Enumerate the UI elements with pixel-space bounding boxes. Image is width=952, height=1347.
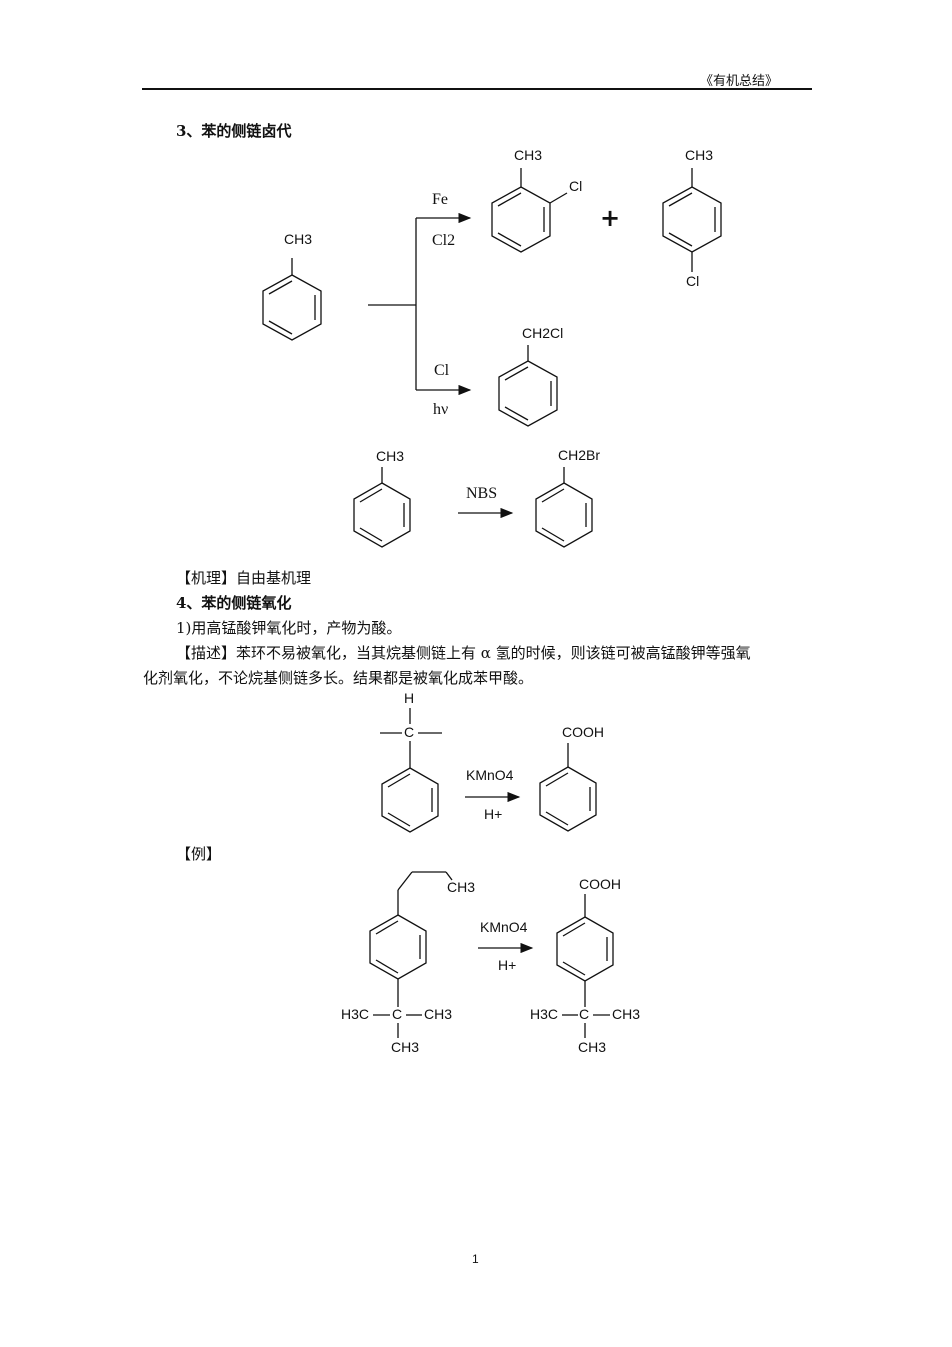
tbutyl-left-label: H3C [341,1006,370,1022]
alpha-c-label: C [404,724,415,740]
cl-reagent: Cl [434,362,450,379]
benzyl-chloride-label: CH2Cl [522,325,564,341]
toluene-2-structure [353,467,411,548]
propyl-tbutyl-benzene-structure [369,871,453,1038]
product-tbutyl-right-label: CH3 [612,1006,641,1022]
oxidation-point-1: 1)用高锰酸钾氧化时，产物为酸。 [176,619,402,637]
header-title: 《有机总结》 [700,74,779,89]
tbutyl-benzoic-acid-structure [556,894,614,1038]
alkylbenzene-structure [380,708,442,833]
benzyl-bromide-structure [535,467,593,548]
tbutyl-c-label: C [392,1006,403,1022]
h-plus-label-2: H+ [498,957,517,973]
h-plus-label-1: H+ [484,806,503,822]
benzoic-acid-structure [539,743,597,832]
page-number: 1 [472,1252,479,1266]
toluene2-ch3-label: CH3 [376,448,405,464]
nbs-reagent: NBS [466,485,498,502]
mechanism-text: 【机理】自由基机理 [176,569,312,587]
alpha-h-label: H [404,690,415,706]
ortho-cl-label: Cl [569,178,583,194]
ortho-chlorotoluene-structure [491,168,568,253]
toluene-structure [262,258,322,341]
para-cl-label: Cl [686,273,700,289]
product-tbutyl-left-label: H3C [530,1006,559,1022]
tbutyl-right-label: CH3 [424,1006,453,1022]
example-label: 【例】 [176,845,222,863]
benzyl-chloride-structure [498,345,558,427]
tbutyl-bottom-label: CH3 [391,1039,420,1055]
section4-heading: 4、苯的侧链氧化 [176,594,292,612]
product-tbutyl-c-label: C [579,1006,590,1022]
header-rule [142,88,812,90]
benzyl-bromide-label: CH2Br [558,447,601,463]
branch-arrows [368,212,472,396]
description-line-1: 【描述】苯环不易被氧化，当其烷基侧链上有 α 氢的时候，则该链可被高锰酸钾等强氧 [176,644,751,662]
cl2-reagent: Cl2 [432,232,456,249]
kmno4-label-2: KMnO4 [480,919,528,935]
product-tbutyl-bottom-label: CH3 [578,1039,607,1055]
plus-sign: + [600,204,621,232]
benzoic-cooh-label: COOH [562,724,604,740]
toluene-ch3-label: CH3 [284,231,313,247]
hv-reagent: hν [433,401,449,418]
fe-reagent: Fe [432,191,448,208]
description-line-2: 化剂氧化，不论烷基侧链多长。结果都是被氧化成苯甲酸。 [143,669,534,687]
para-chlorotoluene-structure [662,168,722,272]
para-ch3-label: CH3 [685,147,714,163]
product-cooh-label: COOH [579,876,621,892]
section3-heading: 3、苯的侧链卤代 [176,122,292,140]
propyl-ch3-label: CH3 [447,879,476,895]
ortho-ch3-label: CH3 [514,147,543,163]
kmno4-label-1: KMnO4 [466,767,514,783]
